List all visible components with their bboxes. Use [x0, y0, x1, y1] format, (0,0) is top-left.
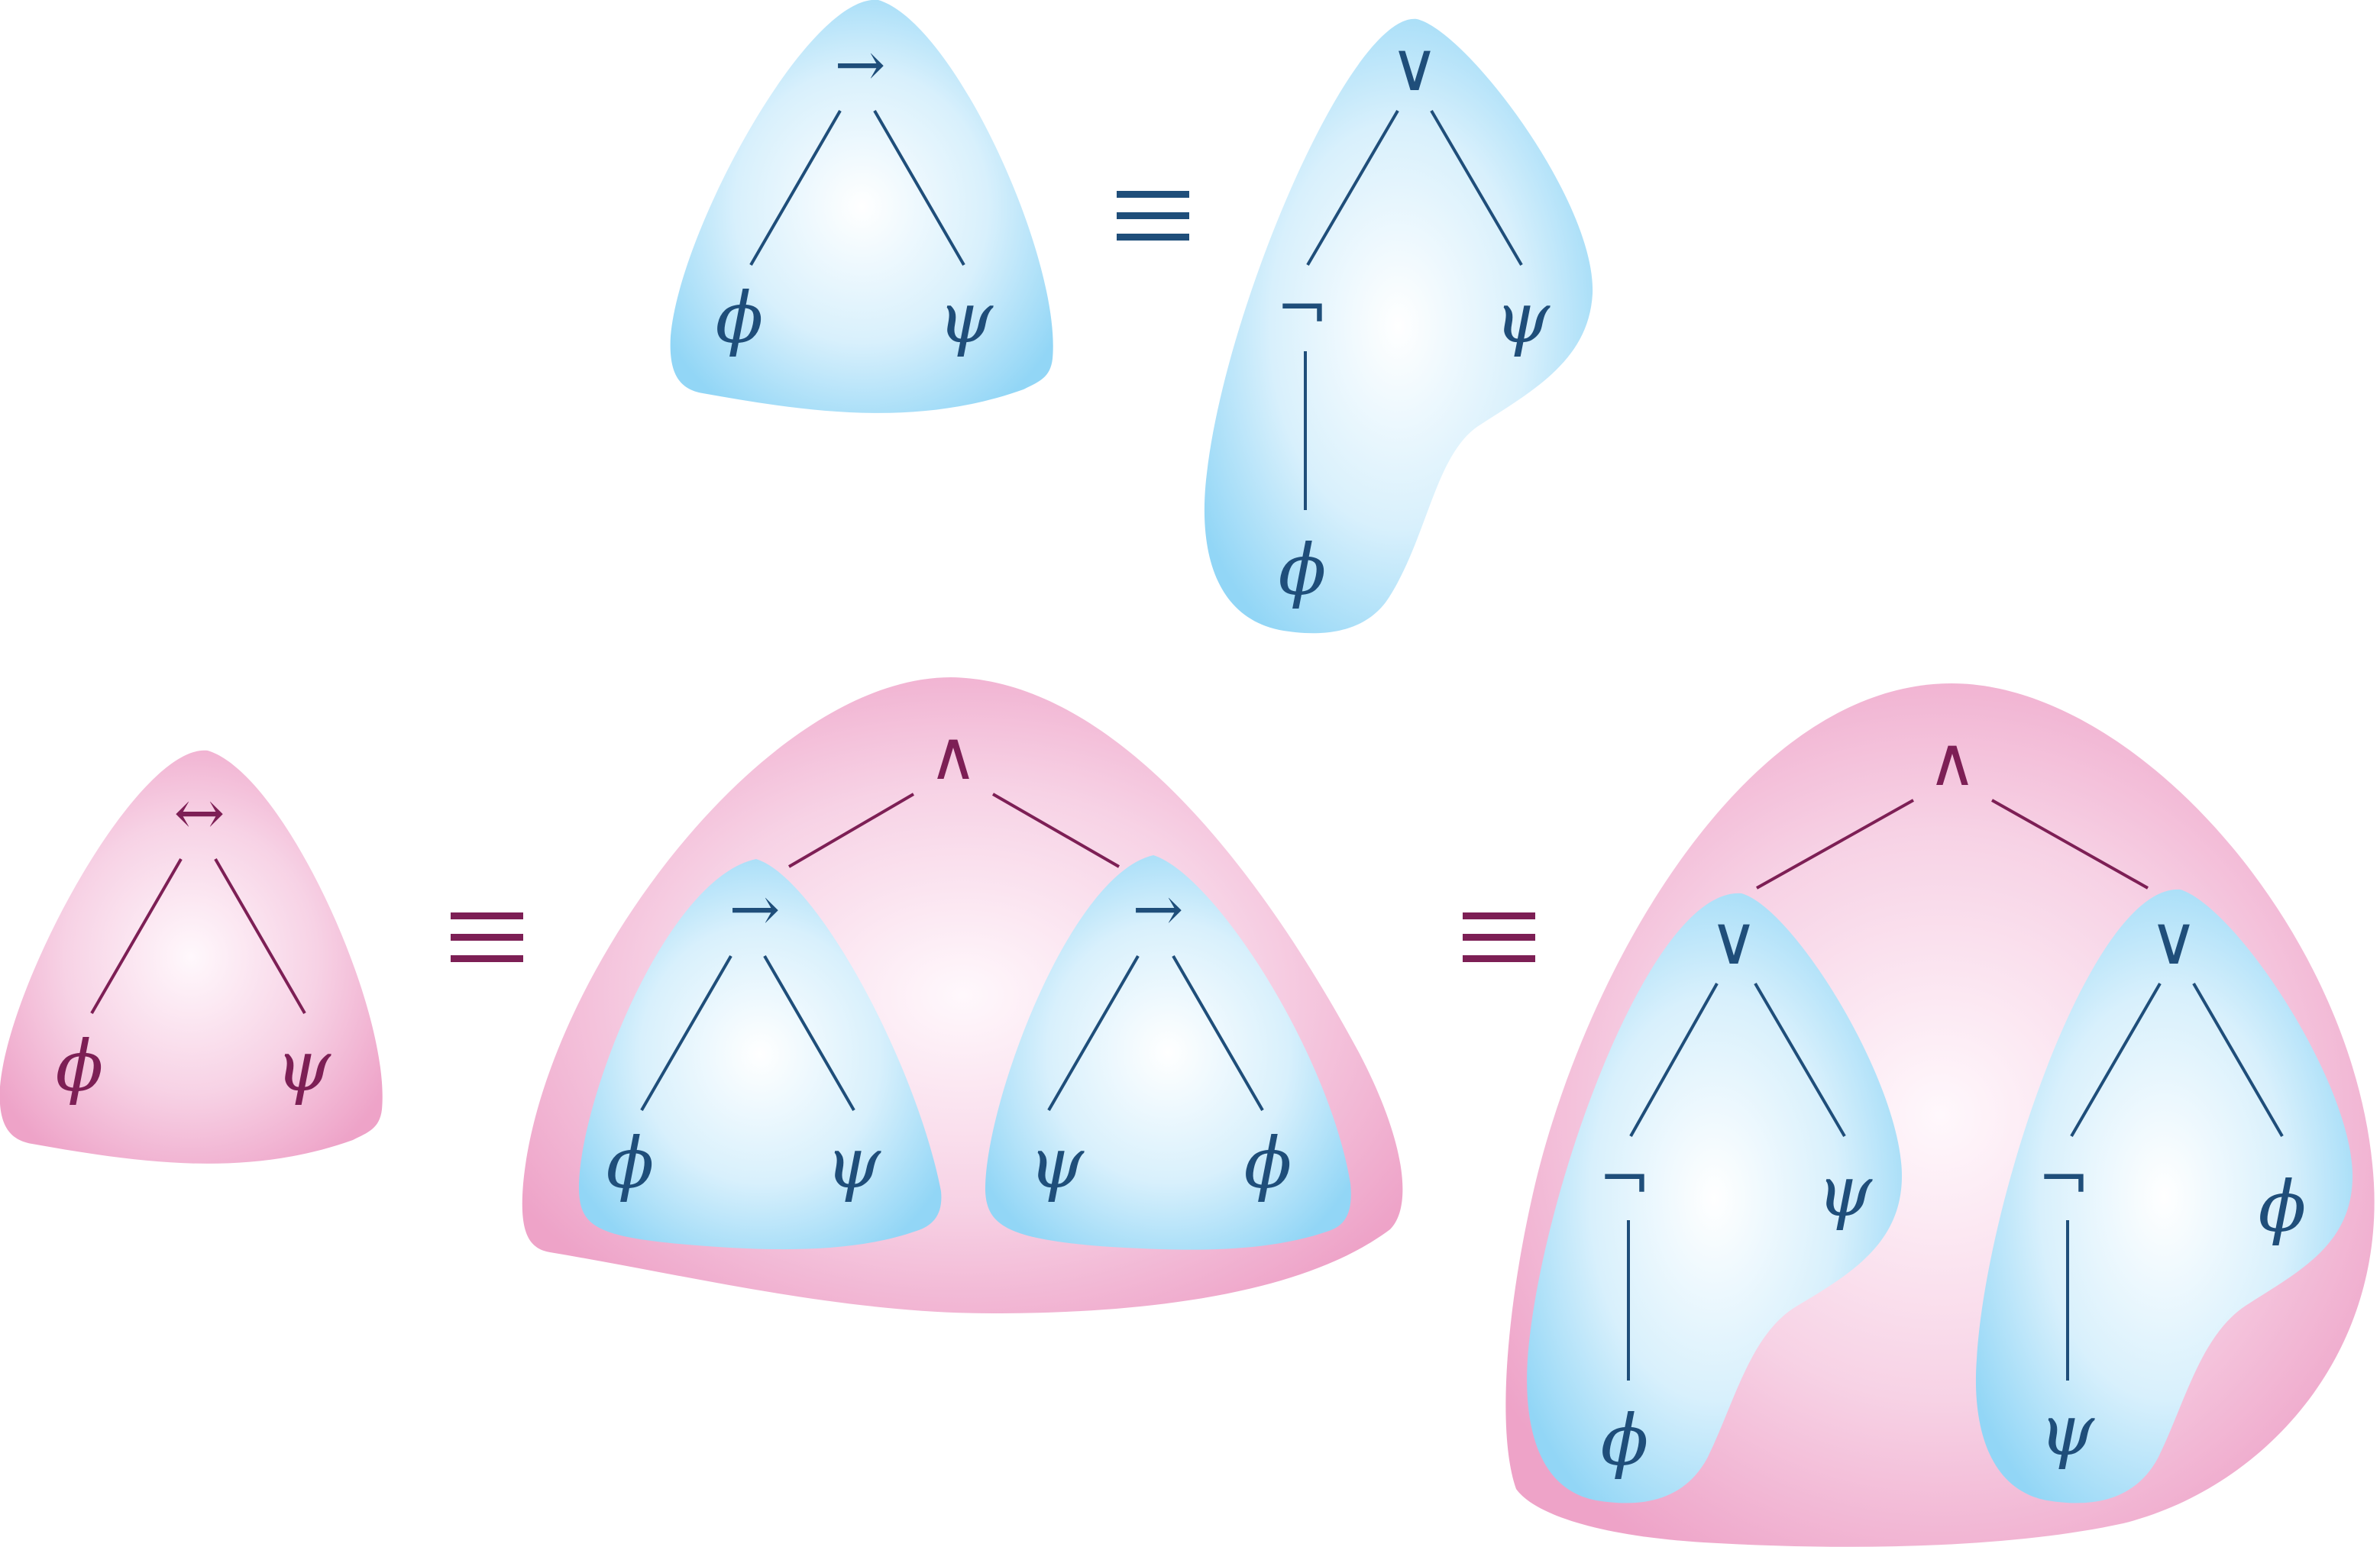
- leaf-phi: ϕ: [716, 277, 764, 359]
- leaf-phi: ϕ: [1601, 1400, 1649, 1481]
- implies-symbol: →: [1132, 874, 1183, 945]
- edge-right: [1991, 799, 2149, 890]
- blob-or-not-left: [1527, 893, 1902, 1503]
- edge-left: [2070, 982, 2162, 1138]
- iff-tree: ↔ ϕ ψ: [0, 750, 383, 1164]
- edge-right: [1172, 954, 1264, 1112]
- edge-left: [787, 793, 915, 868]
- not-symbol: ¬: [1599, 1143, 1651, 1216]
- equiv-bottom-right: [1463, 912, 1535, 962]
- equiv-bar-2: [1117, 212, 1189, 219]
- edge-left: [1756, 799, 1914, 890]
- leaf-psi: ψ: [1495, 277, 1551, 359]
- and-of-implies-tree: ∧ → ϕ ψ → ψ ϕ: [522, 677, 1403, 1313]
- implies-symbol: →: [834, 29, 885, 100]
- equiv-bottom-left: [451, 912, 523, 962]
- iff-symbol: ↔: [173, 777, 225, 848]
- equiv-bar-1: [451, 912, 523, 919]
- edge-left: [640, 954, 732, 1112]
- or-symbol: ∨: [1390, 27, 1439, 106]
- implies-tree: → ϕ ψ: [670, 0, 1053, 413]
- leaf-phi: ϕ: [56, 1025, 104, 1107]
- blob-implies: [670, 0, 1053, 413]
- blob-implies-right: [985, 855, 1351, 1250]
- edge-right: [214, 857, 306, 1015]
- leaf-phi: ϕ: [2259, 1166, 2307, 1248]
- or-symbol: ∨: [2149, 901, 2198, 980]
- equiv-bar-3: [1463, 955, 1535, 962]
- implies-subtree-right: → ψ ϕ: [985, 855, 1351, 1250]
- equiv-bar-1: [1463, 912, 1535, 919]
- not-symbol: ¬: [2038, 1143, 2091, 1216]
- leaf-psi: ψ: [938, 277, 994, 359]
- implies-subtree-left: → ϕ ψ: [578, 859, 942, 1250]
- blob-or-not: [1204, 18, 1593, 634]
- and-symbol: ∧: [1928, 722, 1977, 801]
- edge-left: [1306, 109, 1399, 266]
- leaf-psi: ψ: [1029, 1122, 1085, 1204]
- not-symbol: ¬: [1276, 273, 1329, 345]
- edge-right: [873, 109, 965, 266]
- equiv-bar-1: [1117, 191, 1189, 198]
- equiv-bar-3: [451, 955, 523, 962]
- edge-right: [1430, 109, 1523, 266]
- equiv-bar-2: [451, 934, 523, 941]
- leaf-psi: ψ: [1817, 1151, 1873, 1232]
- edge-left: [749, 109, 842, 266]
- equiv-top: [1117, 191, 1189, 241]
- edge-left: [90, 857, 183, 1015]
- blob-implies-left: [578, 859, 942, 1250]
- or-symbol: ∨: [1709, 901, 1758, 980]
- or-not-subtree-left: ∨ ¬ ψ ϕ: [1527, 893, 1902, 1503]
- leaf-psi: ψ: [826, 1122, 881, 1204]
- edge-right: [1754, 982, 1846, 1138]
- or-not-tree: ∨ ¬ ψ ϕ: [1204, 18, 1593, 634]
- blob-iff: [0, 750, 383, 1164]
- or-not-subtree-right: ∨ ¬ ϕ ψ: [1975, 889, 2353, 1503]
- edge-left: [1629, 983, 1719, 1137]
- equiv-bar-2: [1463, 934, 1535, 941]
- edge-right: [763, 954, 855, 1112]
- leaf-phi: ϕ: [1244, 1122, 1292, 1204]
- leaf-psi: ψ: [276, 1025, 331, 1107]
- edge-left: [1047, 954, 1140, 1112]
- leaf-phi: ϕ: [1279, 529, 1327, 611]
- leaf-psi: ψ: [2039, 1390, 2095, 1471]
- blob-or-not-right: [1975, 889, 2353, 1503]
- leaf-phi: ϕ: [606, 1122, 655, 1204]
- equiv-bar-3: [1117, 234, 1189, 241]
- implies-symbol: →: [729, 874, 780, 945]
- and-symbol: ∧: [929, 716, 978, 795]
- edge-right: [2192, 982, 2284, 1138]
- and-of-or-tree: ∧ ∨ ¬ ψ ϕ ∨ ¬ ϕ ψ: [1505, 683, 2375, 1547]
- edge-right: [992, 793, 1120, 868]
